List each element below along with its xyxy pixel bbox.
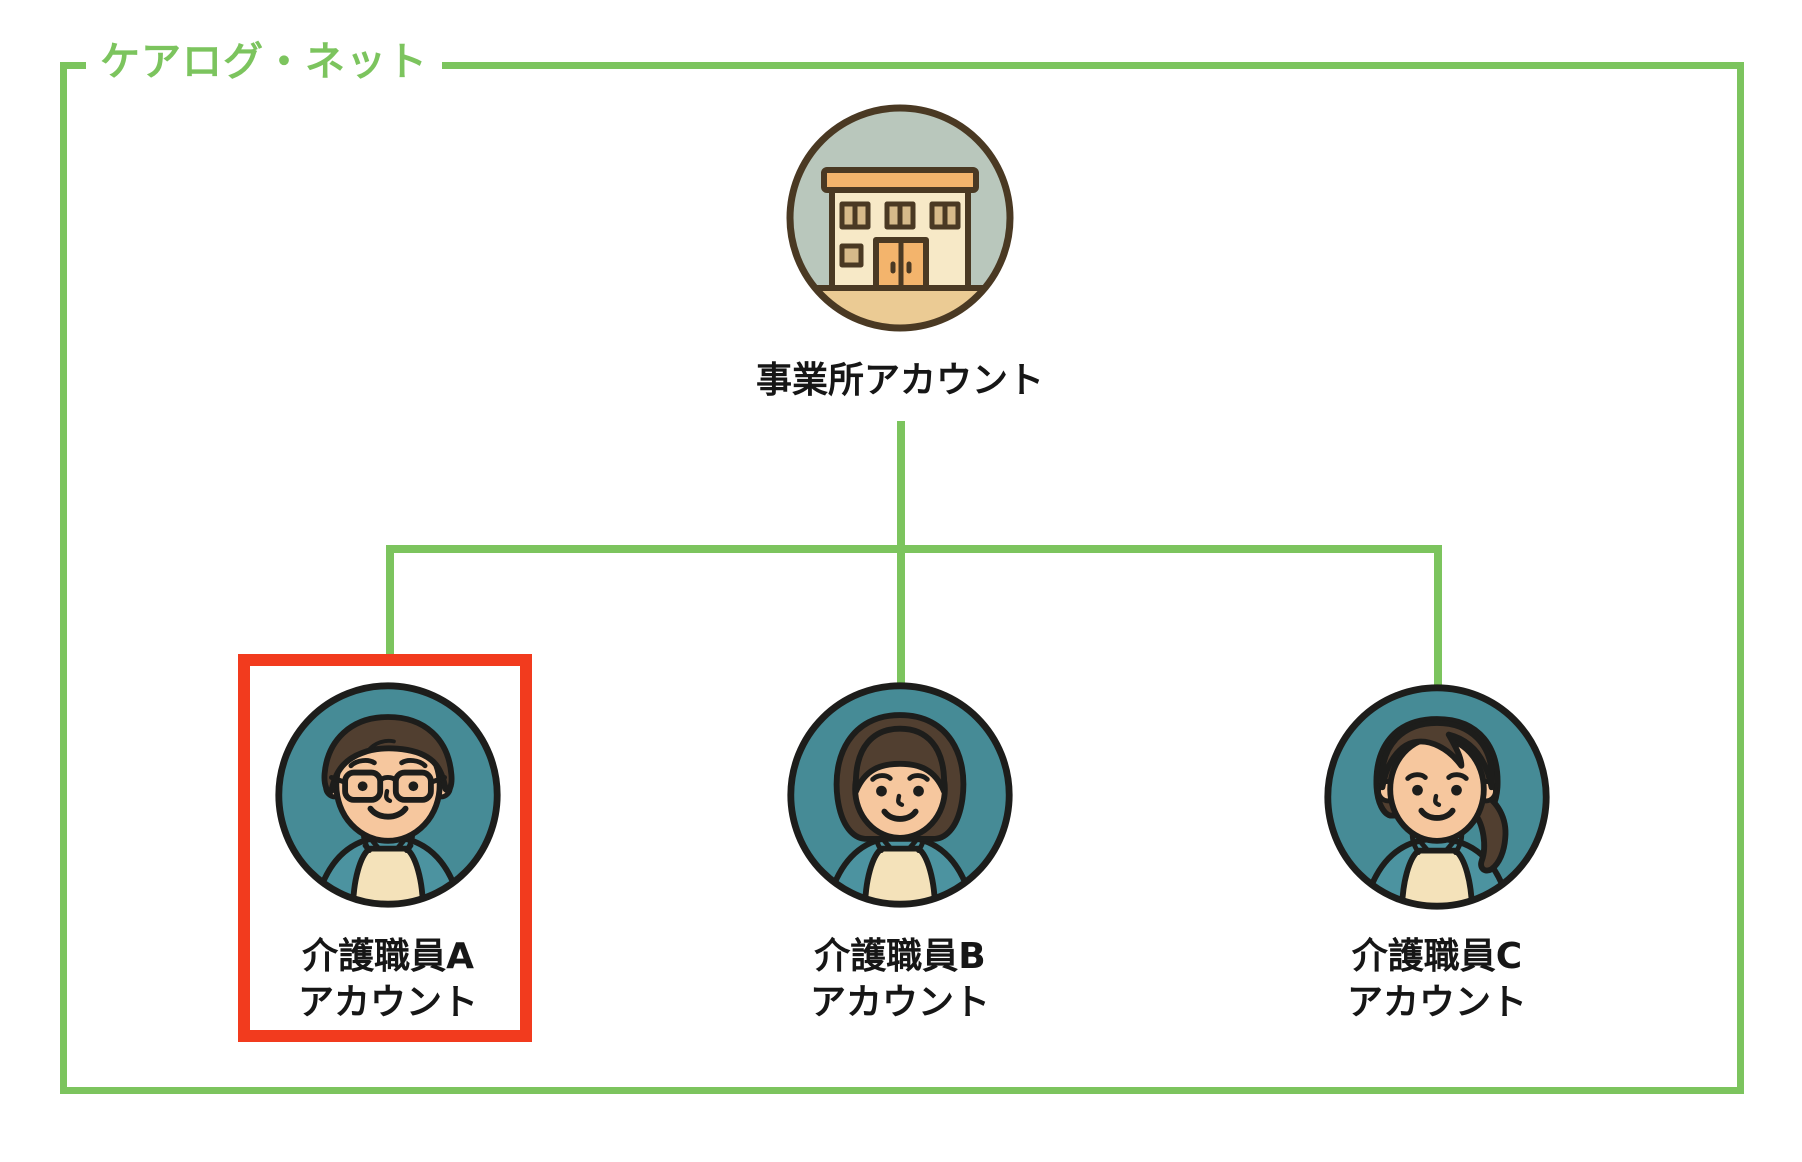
connector-root-vertical [897, 421, 905, 549]
female-bob-caregiver-avatar-icon [787, 682, 1013, 908]
staff-c-node [1320, 680, 1554, 914]
male-caregiver-avatar-icon [275, 682, 501, 908]
building-icon [786, 104, 1014, 332]
carelog-net-frame [60, 62, 1744, 1094]
connector-branch-a [386, 545, 394, 663]
office-account-label: 事業所アカウント [755, 360, 1044, 401]
female-ponytail-caregiver-avatar-icon [1324, 684, 1550, 910]
frame-title: ケアログ・ネット [86, 36, 442, 88]
staff-c-label-line1: 介護職員C [1351, 936, 1523, 977]
staff-c-label-line2: アカウント [1346, 982, 1527, 1023]
highlight-rect-staff-a [238, 654, 532, 1042]
staff-c-label: 介護職員C アカウント [1237, 934, 1637, 1026]
connector-branch-b [897, 545, 905, 685]
office-account-node [780, 98, 1020, 338]
staff-a-label-line2: アカウント [297, 982, 478, 1023]
staff-b-label-line2: アカウント [809, 982, 990, 1023]
connector-branch-c [1434, 545, 1442, 685]
connector-horizontal [386, 545, 1442, 553]
staff-a-label: 介護職員A アカウント [188, 934, 588, 1026]
staff-b-label-line1: 介護職員B [814, 936, 986, 977]
staff-b-node [783, 678, 1017, 912]
staff-b-label: 介護職員B アカウント [700, 934, 1100, 1026]
staff-a-label-line1: 介護職員A [302, 936, 474, 977]
staff-a-node [271, 678, 505, 912]
